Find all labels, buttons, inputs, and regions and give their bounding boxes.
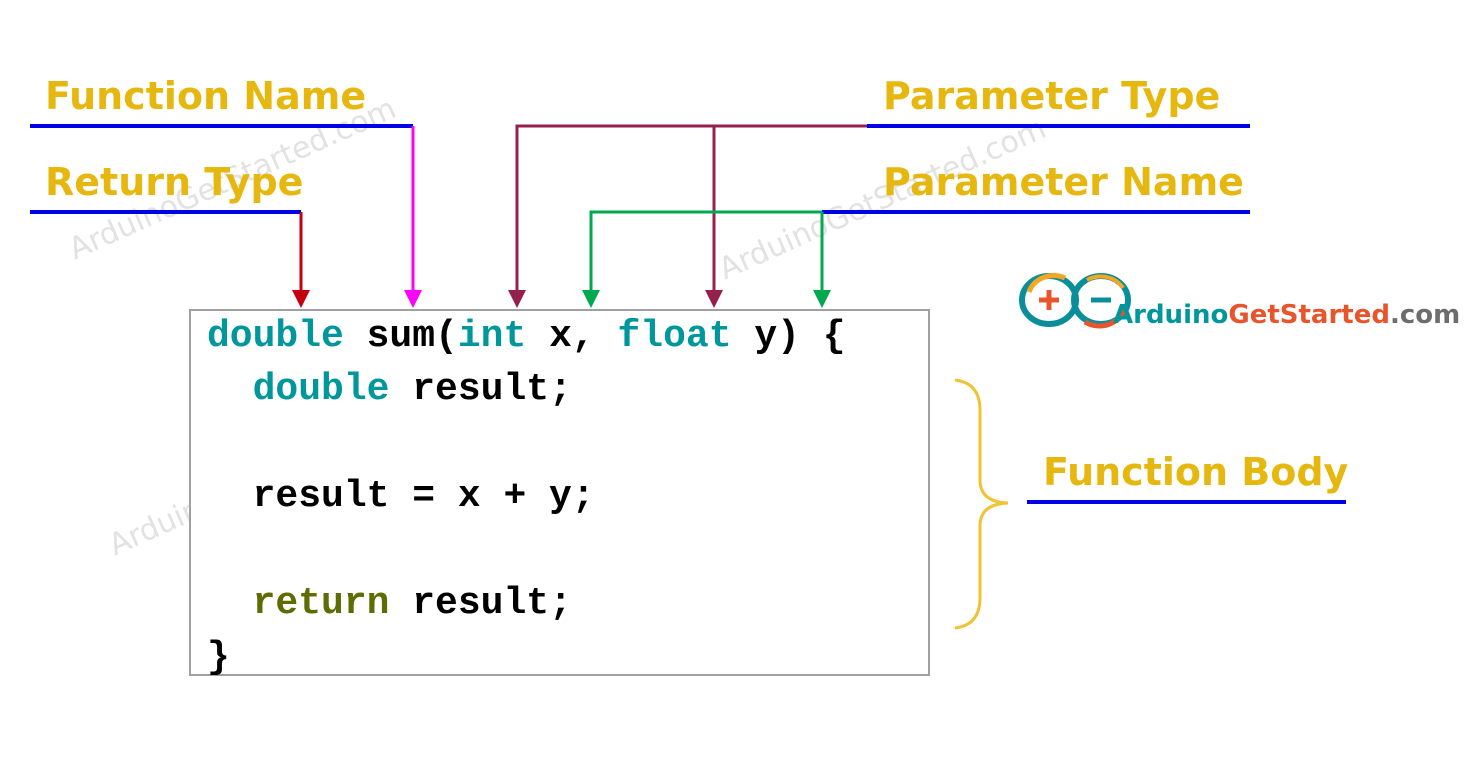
function-name-label: Function Name [45, 74, 367, 118]
code-param1-type: int [457, 315, 527, 358]
code-return-value: result; [389, 582, 572, 625]
code-line-declaration: double result; [207, 368, 572, 412]
logo-text-started: Started [1279, 300, 1390, 330]
code-function-name: sum( [343, 315, 458, 358]
code-return-keyword: return [252, 582, 390, 625]
function-name-arrow [404, 126, 422, 308]
logo-text: ArduinoGetStarted.com [1113, 300, 1460, 330]
code-param2-type: float [617, 315, 732, 358]
function-body-brace [954, 378, 1009, 630]
code-local-name: result; [389, 368, 572, 411]
code-param1-name: x, [526, 315, 618, 358]
infinity-logo-icon [1019, 273, 1131, 329]
code-return-type: double [207, 315, 344, 358]
arduinogetstarted-logo: ArduinoGetStarted.com [1015, 262, 1460, 342]
logo-text-get: Get [1228, 300, 1280, 330]
code-line-closing-brace: } [207, 636, 230, 679]
parameter-name-label: Parameter Name [883, 160, 1244, 204]
parameter-type-label: Parameter Type [883, 74, 1221, 118]
code-local-type: double [252, 368, 390, 411]
parameter-name-arrow [582, 210, 831, 308]
code-line-return: return result; [207, 582, 572, 626]
code-block: double sum(int x, float y) { double resu… [189, 309, 930, 679]
function-body-label: Function Body [1043, 450, 1349, 494]
return-type-arrow [292, 212, 310, 308]
logo-text-arduino: Arduino [1113, 300, 1229, 330]
code-param2-name: y) { [731, 315, 846, 358]
code-line-assignment: result = x + y; [207, 475, 595, 518]
parameter-type-arrow [508, 124, 867, 308]
code-line-signature: double sum(int x, float y) { [207, 315, 846, 359]
return-type-label: Return Type [45, 160, 304, 204]
logo-text-com: .com [1389, 300, 1461, 330]
